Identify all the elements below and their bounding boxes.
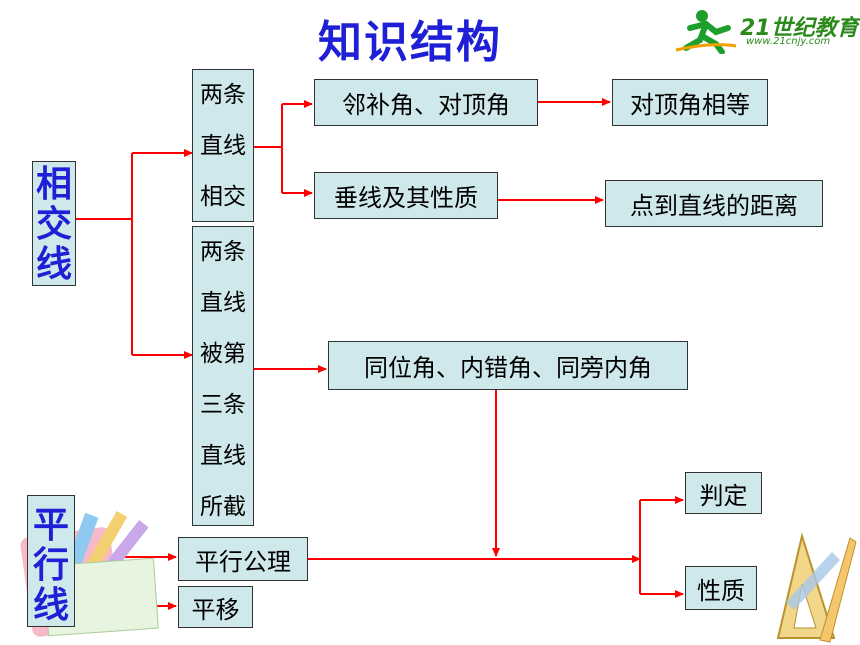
vbox-line: 相交: [200, 184, 246, 210]
vbox-line: 三条: [200, 392, 246, 418]
node-xingzhi: 性质: [685, 566, 757, 610]
node-liangtiao-xiangjiao: 两条 直线 相交: [192, 69, 254, 222]
vbox-line: 被第: [200, 341, 246, 367]
vbox-line: 两条: [200, 82, 246, 108]
node-tongweijiao: 同位角、内错角、同旁内角: [328, 341, 688, 390]
vbox-line: 直线: [200, 133, 246, 159]
node-duidingjiao: 对顶角相等: [612, 79, 768, 126]
node-linbujiao: 邻补角、对顶角: [314, 79, 538, 126]
node-pingyi: 平移: [178, 586, 253, 628]
logo-url: www.21cnjy.com: [746, 36, 831, 47]
node-panding: 判定: [685, 472, 762, 514]
node-xiangjiaoxian: 相交线: [32, 161, 76, 286]
ruler-decoration-icon: [776, 532, 857, 643]
node-liangtiao-jiejie: 两条 直线 被第 三条 直线 所截: [192, 226, 254, 526]
node-dianjuli: 点到直线的距离: [605, 180, 823, 227]
vbox-line: 直线: [200, 443, 246, 469]
logo-name: 21世纪教育: [740, 16, 859, 41]
node-pingxingxian: 平行线: [27, 495, 75, 627]
vbox-line: 两条: [200, 239, 246, 265]
node-chuixian: 垂线及其性质: [314, 172, 498, 219]
runner-logo-icon: [675, 10, 737, 54]
page-title: 知识结构: [318, 17, 502, 68]
node-gongli: 平行公理: [178, 537, 308, 581]
vbox-line: 直线: [200, 290, 246, 316]
vbox-line: 所截: [200, 494, 246, 520]
